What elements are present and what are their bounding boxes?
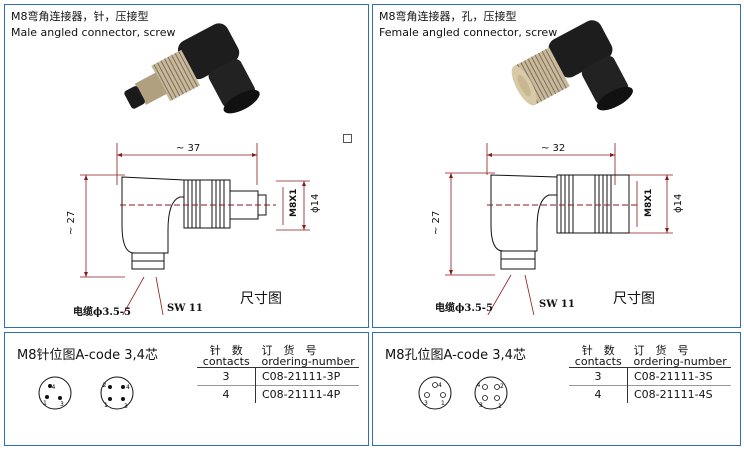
male-pin-title: M8针位图A-code 3,4芯: [17, 348, 158, 363]
pin-label: 1: [498, 403, 502, 410]
female-title-cn: M8弯角连接器，孔，压接型: [379, 10, 517, 23]
ordering-number-cell: C08-21111-4P: [255, 385, 359, 403]
female-title-en: Female angled connector, screw: [379, 26, 558, 39]
female-dimension-drawing: ~ 32 ~ 27 M8X1 ϕ14: [431, 143, 684, 315]
ordering-header-en: ordering-number: [633, 355, 727, 368]
female-pin-title: M8孔位图A-code 3,4芯: [385, 348, 526, 363]
female-size-label: 尺寸图: [613, 291, 655, 307]
pin-label: 3: [424, 400, 428, 407]
pin-label: 2: [500, 383, 504, 390]
male-connector-panel: M8弯角连接器，针，压接型 Male angled connector, scr…: [4, 4, 369, 328]
table-row: 3 C08-21111-3S: [569, 367, 731, 386]
male-pin-3-diagram: 4 1 3: [38, 376, 72, 410]
pin-label: 4: [52, 384, 56, 391]
male-connector-photo: [124, 23, 260, 114]
female-dim-height: ~ 27: [431, 211, 442, 235]
male-cable-label: 电缆ϕ3.5-5: [73, 307, 131, 318]
male-pin-4-diagram: 2 4 1 3: [100, 376, 134, 410]
female-title: M8弯角连接器，孔，压接型 Female angled connector, s…: [379, 9, 557, 41]
pin-label: 3: [124, 403, 128, 410]
table-row: 4 C08-21111-4P: [197, 385, 359, 403]
male-title: M8弯角连接器，针，压接型 Male angled connector, scr…: [11, 9, 175, 41]
female-dim-thread: M8X1: [644, 189, 654, 217]
contacts-header-en: contacts: [574, 355, 622, 368]
ordering-header-en: ordering-number: [261, 355, 355, 368]
male-dimension-drawing: ~ 37 ~ 27 M8X1 ϕ14: [66, 143, 321, 315]
pin-label: 3: [60, 401, 64, 408]
contacts-cell: 4: [569, 385, 628, 403]
female-dim-length: ~ 32: [541, 143, 565, 154]
male-title-en: Male angled connector, screw: [11, 26, 176, 39]
ordering-number-cell: C08-21111-3P: [255, 367, 359, 386]
contacts-cell: 4: [197, 385, 256, 403]
male-dim-length: ~ 37: [176, 143, 200, 154]
contacts-cell: 3: [197, 367, 256, 386]
pin-label: 2: [103, 382, 107, 389]
female-pin-4-diagram: 4 2 3 1: [474, 376, 508, 410]
male-sw-label: SW 11: [167, 303, 203, 314]
pin-label: 4: [438, 382, 442, 389]
ordering-number-cell: C08-21111-3S: [627, 367, 731, 386]
pin-label: 4: [477, 382, 481, 389]
pin-label: 1: [441, 400, 445, 407]
contacts-header-en: contacts: [202, 355, 250, 368]
female-cable-label: 电缆ϕ3.5-5: [435, 303, 493, 314]
contacts-header-cn: 针 数: [581, 344, 615, 357]
female-connector-photo: [511, 20, 633, 111]
ordering-header-cn: 订 货 号: [261, 344, 317, 357]
male-size-label: 尺寸图: [240, 291, 282, 307]
male-title-cn: M8弯角连接器，针，压接型: [11, 10, 149, 23]
male-dim-thread: M8X1: [289, 189, 299, 217]
male-dim-dia: ϕ14: [310, 194, 321, 213]
contacts-header-cn: 针 数: [209, 344, 243, 357]
pin-label: 3: [479, 402, 483, 409]
pin-label: 1: [43, 400, 47, 407]
contacts-cell: 3: [569, 367, 628, 386]
male-dim-height: ~ 27: [66, 211, 77, 235]
square-marker-icon: [343, 134, 352, 143]
table-row: 3 C08-21111-3P: [197, 367, 359, 386]
pin-label: 1: [104, 402, 108, 409]
ordering-number-cell: C08-21111-4S: [627, 385, 731, 403]
pin-label: 4: [126, 384, 130, 391]
female-connector-panel: M8弯角连接器，孔，压接型 Female angled connector, s…: [372, 4, 741, 328]
female-pin-3-diagram: 4 3 1: [418, 376, 452, 410]
table-row: 4 C08-21111-4S: [569, 385, 731, 403]
ordering-header-cn: 订 货 号: [633, 344, 689, 357]
female-dim-dia: ϕ14: [673, 194, 684, 213]
female-sw-label: SW 11: [539, 299, 575, 310]
